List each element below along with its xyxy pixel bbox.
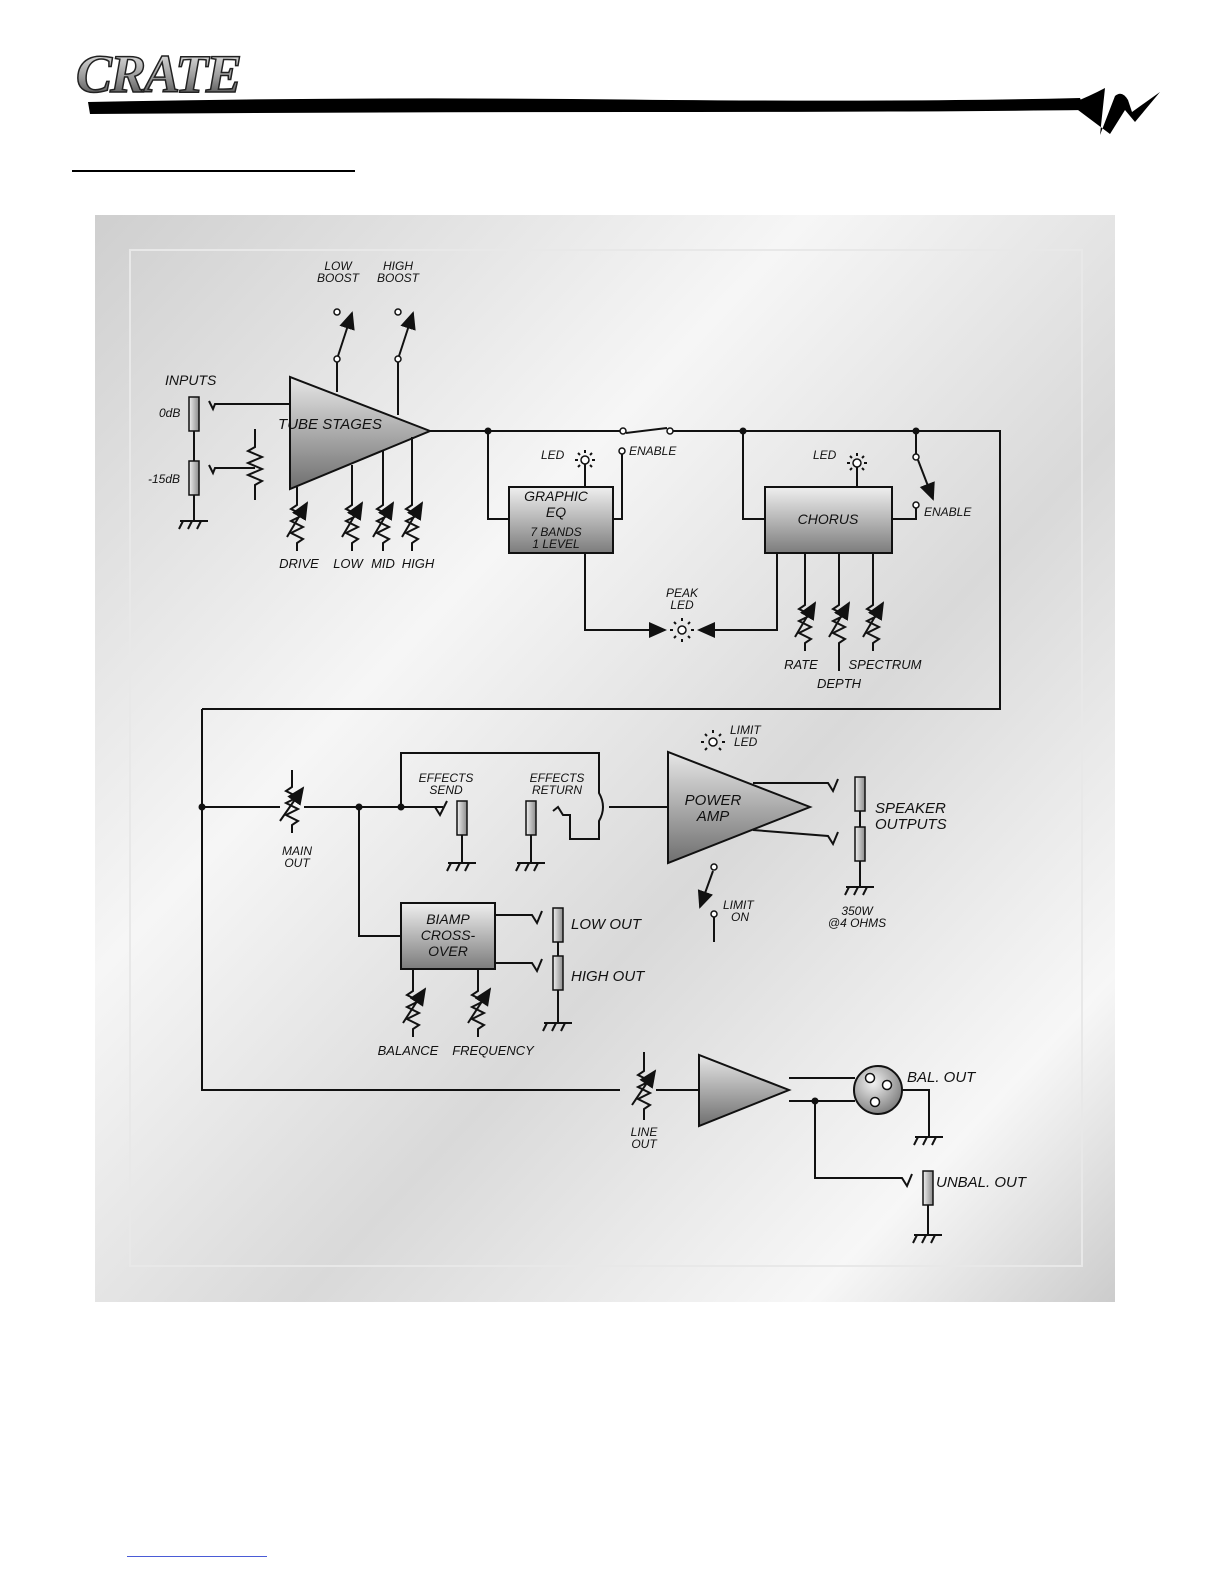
svg-text:OVER: OVER — [428, 943, 468, 959]
svg-text:UNBAL. OUT: UNBAL. OUT — [936, 1174, 1028, 1191]
limit-led: LIMIT LED — [701, 723, 762, 751]
svg-text:LINE: LINE — [631, 1125, 659, 1139]
svg-text:AMP: AMP — [696, 808, 730, 825]
svg-text:SPEAKER: SPEAKER — [875, 800, 946, 817]
depth-pot: DEPTH — [817, 553, 862, 691]
svg-text:OUTPUTS: OUTPUTS — [875, 816, 947, 833]
limit-switch: LIMIT ON — [697, 863, 755, 942]
svg-text:MAIN: MAIN — [282, 844, 312, 858]
block-diagram: INPUTS 0dB -15dB TUBE STAGES LOW BOOST H… — [95, 215, 1115, 1302]
mid-eq-pot: MID — [371, 451, 395, 571]
low-boost-switch: LOW BOOST — [317, 259, 361, 392]
svg-text:BALANCE: BALANCE — [378, 1043, 439, 1058]
panel-inner-frame — [129, 249, 1083, 1267]
crate-logo: CRATE — [75, 43, 1160, 135]
speaker-outputs: SPEAKER OUTPUTS 350W @4 OHMS — [752, 776, 947, 930]
panel-background — [95, 215, 1115, 1302]
high-eq-pot: HIGH — [401, 437, 435, 571]
svg-text:SEND: SEND — [429, 783, 463, 797]
svg-text:EQ: EQ — [546, 504, 566, 520]
main-out-pot: MAIN OUT — [279, 770, 359, 870]
chorus-led: LED — [813, 448, 867, 487]
input-0db-label: 0dB — [159, 406, 180, 420]
svg-text:POWER: POWER — [685, 792, 742, 809]
power-amp: POWER AMP — [667, 750, 813, 865]
spectrum-pot: SPECTRUM — [849, 553, 922, 672]
svg-text:OUT: OUT — [631, 1137, 658, 1151]
ground-icon — [178, 520, 208, 530]
svg-text:LIMIT: LIMIT — [730, 723, 762, 737]
footer-link-underline — [127, 1556, 267, 1557]
svg-text:EFFECTS: EFFECTS — [419, 771, 474, 785]
svg-text:FREQUENCY: FREQUENCY — [452, 1043, 535, 1058]
svg-text:BOOST: BOOST — [317, 271, 361, 285]
svg-text:RETURN: RETURN — [532, 783, 582, 797]
unbalanced-out-jack: UNBAL. OUT — [912, 1170, 1028, 1244]
input-15db-label: -15dB — [148, 472, 180, 486]
svg-text:DRIVE: DRIVE — [279, 556, 319, 571]
svg-text:LED: LED — [734, 735, 758, 749]
svg-text:LED: LED — [813, 448, 837, 462]
input-jack-15db — [188, 460, 200, 496]
svg-text:7 BANDS: 7 BANDS — [530, 525, 581, 539]
eq-led: LED — [541, 448, 595, 487]
svg-text:LOW: LOW — [324, 259, 353, 273]
chorus-block: CHORUS — [764, 486, 893, 554]
tube-stages-amplifier: TUBE STAGES — [278, 375, 433, 491]
input-section: INPUTS 0dB -15dB — [148, 372, 290, 530]
svg-text:DEPTH: DEPTH — [817, 676, 862, 691]
chorus-enable-switch: ENABLE — [892, 431, 972, 520]
biamp-outputs: LOW OUT HIGH OUT — [495, 907, 646, 1032]
section-title-underline — [72, 170, 355, 172]
input-jack-0db — [188, 396, 200, 432]
logo-text: CRATE — [76, 44, 240, 104]
graphic-eq-block: GRAPHIC EQ 7 BANDS 1 LEVEL — [508, 486, 614, 554]
rate-pot: RATE — [784, 553, 818, 672]
svg-text:HIGH: HIGH — [383, 259, 413, 273]
svg-text:@4 OHMS: @4 OHMS — [828, 916, 886, 930]
xlr-balanced-connector: BAL. OUT — [853, 1065, 977, 1146]
svg-text:OUT: OUT — [284, 856, 311, 870]
svg-text:1 LEVEL: 1 LEVEL — [532, 537, 579, 551]
high-boost-switch: HIGH BOOST — [377, 259, 421, 415]
svg-text:BIAMP: BIAMP — [426, 911, 470, 927]
svg-text:CROSS-: CROSS- — [421, 927, 476, 943]
svg-text:RATE: RATE — [784, 657, 818, 672]
svg-text:HIGH: HIGH — [402, 556, 435, 571]
svg-text:EFFECTS: EFFECTS — [530, 771, 585, 785]
svg-text:PEAK: PEAK — [666, 586, 699, 600]
line-driver-amplifier — [698, 1053, 792, 1128]
peak-led: PEAK LED — [584, 553, 778, 642]
eq-enable-switch: ENABLE — [613, 427, 677, 520]
svg-text:LED: LED — [670, 598, 694, 612]
svg-text:LOW OUT: LOW OUT — [571, 916, 643, 933]
svg-text:GRAPHIC: GRAPHIC — [524, 488, 589, 504]
frequency-pot: FREQUENCY — [452, 969, 535, 1058]
svg-text:BAL. OUT: BAL. OUT — [907, 1069, 977, 1086]
svg-text:ENABLE: ENABLE — [629, 444, 677, 458]
svg-text:BOOST: BOOST — [377, 271, 421, 285]
svg-text:LOW: LOW — [333, 556, 364, 571]
balance-pot: BALANCE — [378, 969, 439, 1058]
effects-send-jack: EFFECTS SEND — [419, 771, 476, 872]
svg-text:ENABLE: ENABLE — [924, 505, 972, 519]
inputs-label: INPUTS — [165, 372, 217, 388]
logo-swoosh — [88, 98, 1085, 114]
line-out-pot: LINE OUT — [631, 1052, 699, 1151]
drive-pot: DRIVE — [279, 487, 319, 571]
input-resistor-icon — [245, 429, 265, 500]
svg-text:CHORUS: CHORUS — [798, 511, 859, 527]
svg-text:ON: ON — [731, 910, 749, 924]
svg-text:HIGH OUT: HIGH OUT — [571, 968, 646, 985]
biamp-crossover-block: BIAMP CROSS- OVER — [400, 902, 496, 970]
svg-text:MID: MID — [371, 556, 395, 571]
svg-text:SPECTRUM: SPECTRUM — [849, 657, 922, 672]
tube-stages-label: TUBE STAGES — [278, 416, 382, 433]
svg-text:LED: LED — [541, 448, 565, 462]
effects-return-jack: EFFECTS RETURN — [515, 771, 585, 872]
svg-text:350W: 350W — [841, 904, 874, 918]
low-eq-pot: LOW — [333, 465, 365, 571]
svg-text:LIMIT: LIMIT — [723, 898, 755, 912]
logo-swoosh-tail — [1070, 88, 1160, 135]
